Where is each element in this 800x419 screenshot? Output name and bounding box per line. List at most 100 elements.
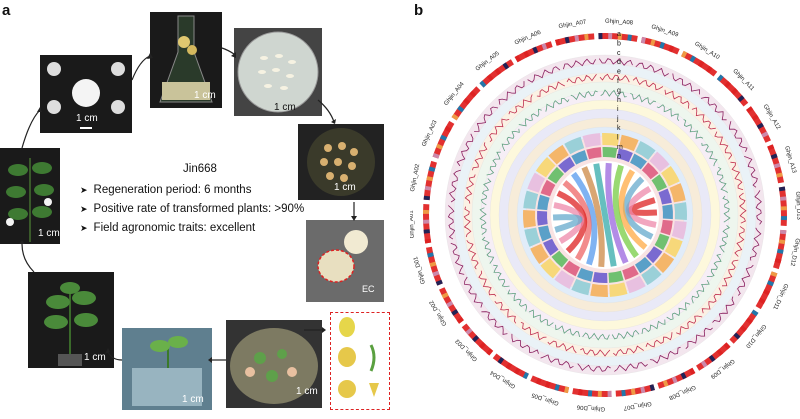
chromosome-block	[724, 80, 732, 89]
chromosome-block	[424, 238, 432, 244]
track-line	[472, 142, 488, 171]
chromosome-block	[681, 50, 688, 58]
track-line	[498, 81, 525, 105]
density-track	[537, 210, 548, 226]
photo-somatic-embryos: 1 cm	[226, 320, 322, 408]
chromosome-block	[564, 36, 570, 44]
track-line	[632, 76, 664, 91]
chromosome-block	[532, 46, 539, 54]
chromosome-block	[436, 143, 444, 150]
chromosome-block	[597, 390, 602, 397]
chromosome-block	[494, 68, 502, 76]
track-line	[656, 104, 680, 122]
chromosome-block	[522, 372, 529, 380]
density-track	[654, 233, 670, 251]
track-line	[645, 332, 673, 348]
density-track	[664, 237, 683, 258]
chromosome-label: Ghjin_A12	[762, 104, 782, 132]
chromosome-block	[457, 105, 465, 113]
track-letter: h	[617, 97, 621, 104]
track-line	[672, 73, 701, 95]
track-line	[489, 118, 510, 142]
chromosome-label: Ghjin_D05	[530, 391, 559, 406]
photo-callus-dish: 1 cm	[298, 124, 384, 200]
chromosome-block	[441, 292, 449, 299]
chromosome-block	[423, 219, 430, 224]
density-track	[535, 157, 556, 178]
density-track	[661, 165, 680, 187]
track-line	[701, 142, 718, 167]
scale-label: 1 cm	[194, 90, 216, 101]
chromosome-block	[671, 376, 678, 384]
scale-label: 1 cm	[182, 394, 204, 405]
density-track	[571, 278, 591, 296]
chromosome-block	[505, 362, 513, 370]
chromosome-block	[555, 38, 561, 46]
chromosome-block	[426, 176, 434, 182]
density-track	[669, 183, 686, 203]
chromosome-label: Ghjin_D07	[622, 400, 652, 411]
cultivar-info: Jin668 ➤Regeneration period: 6 months ➤P…	[80, 160, 320, 238]
track-line	[598, 58, 633, 66]
density-track	[651, 174, 668, 192]
chromosome-block	[689, 55, 696, 63]
track-letter: c	[617, 50, 621, 57]
chromosome-block	[444, 125, 452, 133]
chromosome-block	[630, 388, 636, 396]
track-line	[540, 354, 574, 369]
chromosome-block	[708, 354, 716, 362]
track-line	[611, 329, 640, 340]
density-track	[641, 162, 659, 180]
track-line	[456, 133, 474, 167]
synteny-ribbon	[618, 169, 648, 250]
chromosome-block	[469, 90, 477, 98]
density-track	[635, 256, 652, 274]
density-track	[616, 148, 633, 163]
chromosome-block	[774, 258, 782, 264]
density-track	[527, 172, 546, 193]
chromosome-block	[486, 74, 494, 82]
chromosome-block	[659, 41, 665, 49]
chromosome-block	[574, 34, 580, 42]
density-track	[590, 283, 608, 297]
track-letter: f	[617, 78, 619, 85]
scale-label: 1 cm	[76, 113, 98, 124]
density-track	[660, 219, 673, 236]
chromosome-block	[716, 348, 724, 356]
track-letter: i	[617, 106, 619, 113]
chromosome-block	[435, 279, 443, 286]
chromosome-block	[472, 335, 480, 343]
track-letter: d	[617, 59, 621, 66]
chromosome-block	[733, 332, 741, 340]
density-track	[547, 166, 564, 184]
track-letter: e	[617, 69, 621, 76]
chromosome-block	[716, 74, 724, 82]
chromosome-block	[427, 252, 434, 258]
track-letter: k	[617, 125, 621, 132]
chromosome-block	[761, 131, 769, 138]
chromosome-label: Ghjin_A02	[410, 163, 421, 192]
track-line	[719, 225, 731, 253]
track-line	[577, 363, 611, 372]
track-line	[536, 81, 565, 97]
chromosome-block	[778, 239, 786, 245]
track-line	[486, 151, 501, 176]
density-track	[671, 220, 687, 240]
chromosome-block	[541, 43, 548, 51]
chromosome-block	[640, 36, 646, 44]
track-line	[717, 166, 729, 193]
density-track	[537, 194, 550, 211]
density-track	[646, 246, 663, 264]
track-line	[582, 332, 610, 341]
chromosome-block	[608, 33, 613, 40]
chromosome-block	[649, 384, 655, 392]
chromosome-block	[486, 348, 494, 356]
track-line	[570, 90, 598, 101]
density-track	[551, 250, 569, 268]
density-track	[523, 190, 539, 210]
chromosome-block	[705, 65, 713, 73]
circos-plot: Ghjin_A01Ghjin_A02Ghjin_A03Ghjin_A04Ghji…	[410, 18, 800, 411]
chromosome-block	[662, 379, 669, 387]
track-line	[691, 280, 710, 304]
track-line	[635, 62, 669, 77]
